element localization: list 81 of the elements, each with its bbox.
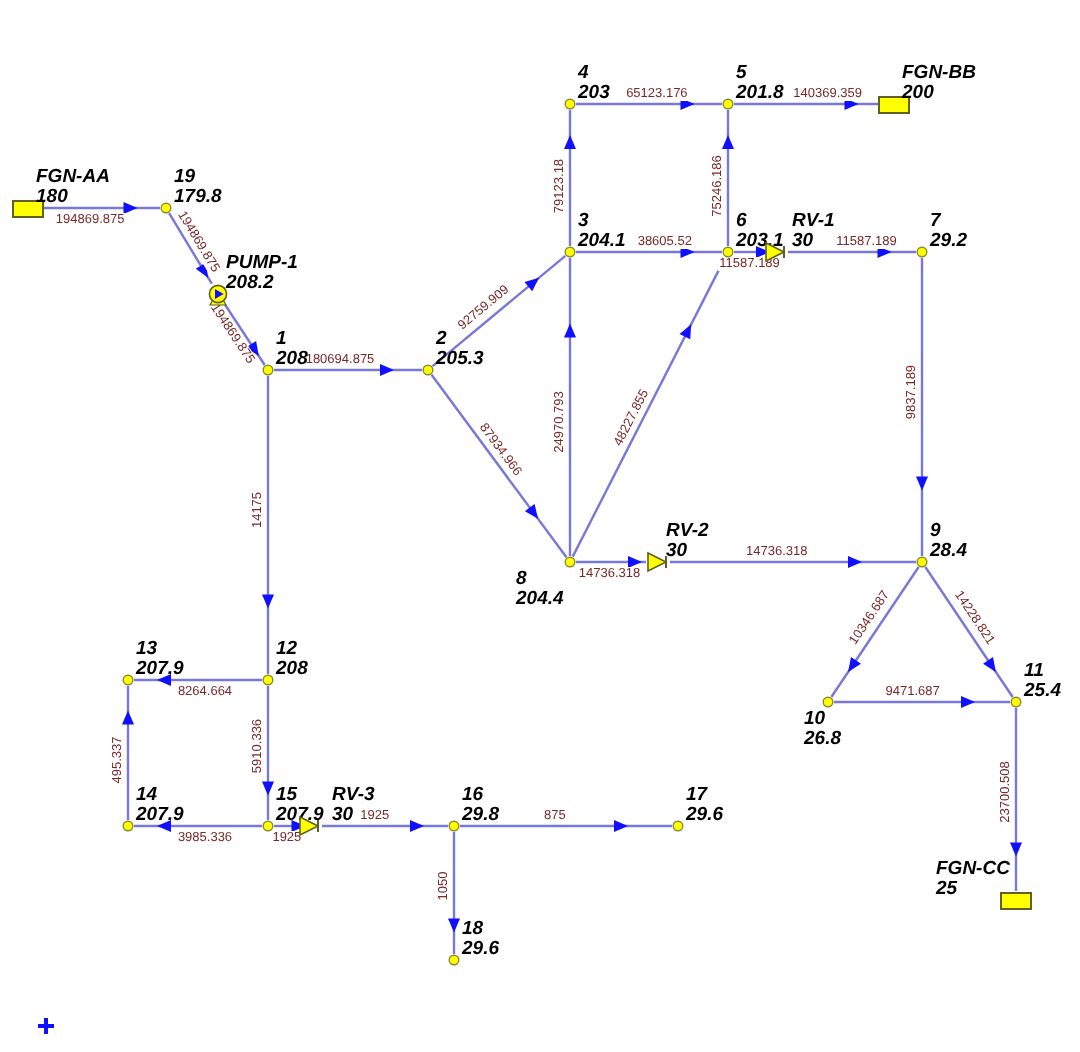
node-value: 204.4: [516, 589, 564, 608]
pipe-arrow: [134, 674, 262, 686]
node-value: 29.8: [462, 805, 499, 824]
node-value: 179.8: [174, 187, 222, 206]
pipe-arrow: [576, 98, 722, 110]
node-id: FGN-BB: [902, 64, 976, 83]
pipe-arrow: [670, 556, 916, 568]
node-value: 25: [936, 879, 958, 898]
pipe-arrow: [834, 696, 1010, 708]
pipe-arrow: [223, 303, 266, 366]
pipe-arrow: [734, 246, 770, 258]
node-value: 207.9: [136, 805, 184, 824]
pipe-arrow: [44, 202, 160, 214]
pipe-arrow: [1010, 708, 1022, 891]
pipe-arrow: [134, 820, 262, 832]
pipe-arrow: [576, 246, 722, 258]
node-id: 10: [804, 710, 826, 729]
node-id: 16: [462, 786, 484, 805]
node-value: 208: [276, 349, 308, 368]
node-value: 26.8: [804, 729, 841, 748]
node-id: 14: [136, 786, 158, 805]
node-id: 2: [436, 330, 447, 349]
node-id: FGN-CC: [936, 860, 1010, 879]
pipe-arrow: [262, 686, 274, 820]
node-value: 201.8: [736, 83, 784, 102]
pipe-arrow: [830, 566, 920, 698]
pipe-arrow: [122, 686, 134, 820]
node-id: FGN-AA: [36, 168, 110, 187]
pipe-arrow: [322, 820, 448, 832]
pipe-arrow: [916, 258, 928, 556]
pipe-arrow: [734, 98, 878, 110]
node-id: 9: [930, 522, 941, 541]
node-value: 207.9: [136, 659, 184, 678]
node-id: 19: [174, 168, 196, 187]
node-value: 208: [276, 659, 308, 678]
node-id: 12: [276, 640, 298, 659]
node-value: 25.4: [1024, 681, 1061, 700]
node-value: 30: [666, 541, 688, 560]
node-value: 28.4: [930, 541, 967, 560]
node-id: 4: [578, 64, 589, 83]
pipe-arrow: [788, 246, 916, 258]
node-id: 17: [686, 786, 708, 805]
node-value: 203: [578, 83, 610, 102]
node-id: 8: [516, 570, 527, 589]
pipe-arrow: [564, 258, 576, 556]
pipe-arrow: [262, 376, 274, 674]
node-value: 200: [902, 83, 934, 102]
pipe-arrow: [460, 820, 672, 832]
pipe-arrow: [274, 364, 422, 376]
node-id: 3: [578, 212, 589, 231]
pipe-arrow: [564, 110, 576, 246]
pipe-arrow: [431, 254, 567, 368]
node-value: 29.6: [462, 939, 499, 958]
pipe-arrow: [430, 374, 568, 558]
node-value: 203.1: [736, 231, 784, 250]
node-id: 15: [276, 786, 298, 805]
node-value: 29.6: [686, 805, 723, 824]
node-id: 18: [462, 920, 484, 939]
node-value: 30: [792, 231, 814, 250]
node-value: 207.9: [276, 805, 324, 824]
node-id: 5: [736, 64, 747, 83]
node-value: 29.2: [930, 231, 967, 250]
node-value: 205.3: [436, 349, 484, 368]
node-id: 6: [736, 212, 747, 231]
pipe-arrow: [576, 556, 646, 568]
node-id: 1: [276, 330, 287, 349]
node-id: PUMP-1: [226, 254, 298, 273]
node-id: RV-1: [792, 212, 835, 231]
pipe-arrow: [924, 566, 1014, 698]
node-id: 7: [930, 212, 941, 231]
pipe-arrow: [722, 110, 734, 246]
node-value: 30: [332, 805, 354, 824]
node-id: 13: [136, 640, 158, 659]
node-value: 204.1: [578, 231, 626, 250]
node-id: 11: [1024, 662, 1044, 681]
node-id: RV-3: [332, 786, 375, 805]
pipe-arrow: [448, 832, 460, 954]
pipe-arrow: [168, 212, 213, 285]
node-value: 208.2: [226, 273, 274, 292]
node-id: RV-2: [666, 522, 709, 541]
node-value: 180: [36, 187, 68, 206]
